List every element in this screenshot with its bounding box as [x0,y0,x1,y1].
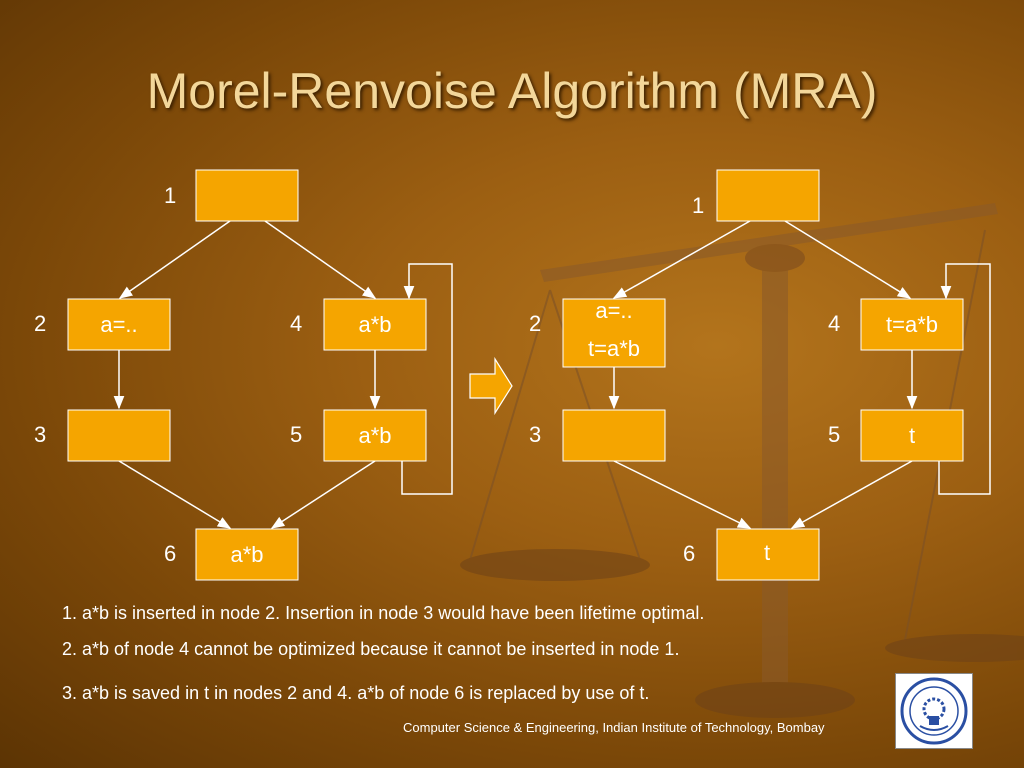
left-node-4-text: a*b [358,312,391,337]
edge-1-4 [784,220,912,299]
left-node-3 [67,409,171,462]
left-node-3-number: 3 [34,422,46,447]
edge-3-6 [613,460,752,529]
right-node-1 [716,169,820,222]
left-node-2 [67,298,171,351]
institute-logo [895,673,973,749]
left-node-5 [323,409,427,462]
scale-background-icon [460,203,1024,718]
right-node-5-text: t [909,423,915,448]
right-node-3 [562,409,666,462]
right-node-4 [860,298,964,351]
left-node-1 [195,169,299,222]
left-node-4-number: 4 [290,311,302,336]
edge-1-2 [118,220,231,299]
left-node-6-number: 6 [164,541,176,566]
edge-3-6 [118,460,232,529]
right-flow-graph: a=.. t=a*b t=a*b t t 1 2 3 4 5 6 [529,169,991,581]
right-node-3-number: 3 [529,422,541,447]
right-node-5-number: 5 [828,422,840,447]
right-node-1-number: 1 [692,193,704,218]
right-node-6-number: 6 [683,541,695,566]
right-node-2-text-line2: t=a*b [588,336,640,361]
edge-5-6 [270,460,376,529]
right-node-4-number: 4 [828,311,840,336]
institute-seal-icon [900,677,968,745]
right-node-6 [716,528,820,581]
transform-arrow-icon [469,356,513,416]
footer-text: Computer Science & Engineering, Indian I… [403,720,825,735]
right-node-2-number: 2 [529,311,541,336]
note-2: 2. a*b of node 4 cannot be optimized bec… [62,639,680,659]
left-node-2-number: 2 [34,311,46,336]
right-node-6-text: t [764,540,770,565]
left-flow-graph: a=.. a*b a*b a*b 1 2 3 4 5 6 [34,169,453,581]
edge-5-6 [790,460,913,529]
left-node-5-text: a*b [358,423,391,448]
edge-1-2 [612,220,751,299]
left-node-2-text: a=.. [100,312,137,337]
edge-5-4-loop [938,263,991,495]
right-node-2 [562,298,666,368]
note-3: 3. a*b is saved in t in nodes 2 and 4. a… [62,683,650,703]
left-node-1-number: 1 [164,183,176,208]
left-node-6 [195,528,299,581]
left-node-6-text: a*b [230,542,263,567]
edge-5-4-loop [401,263,453,495]
right-node-5 [860,409,964,462]
slide-title: Morel-Renvoise Algorithm (MRA) [146,63,878,119]
left-node-5-number: 5 [290,422,302,447]
edge-1-4 [264,220,377,299]
right-node-2-text-line1: a=.. [595,298,632,323]
left-node-4 [323,298,427,351]
right-node-4-text: t=a*b [886,312,938,337]
note-1: 1. a*b is inserted in node 2. Insertion … [62,603,705,623]
